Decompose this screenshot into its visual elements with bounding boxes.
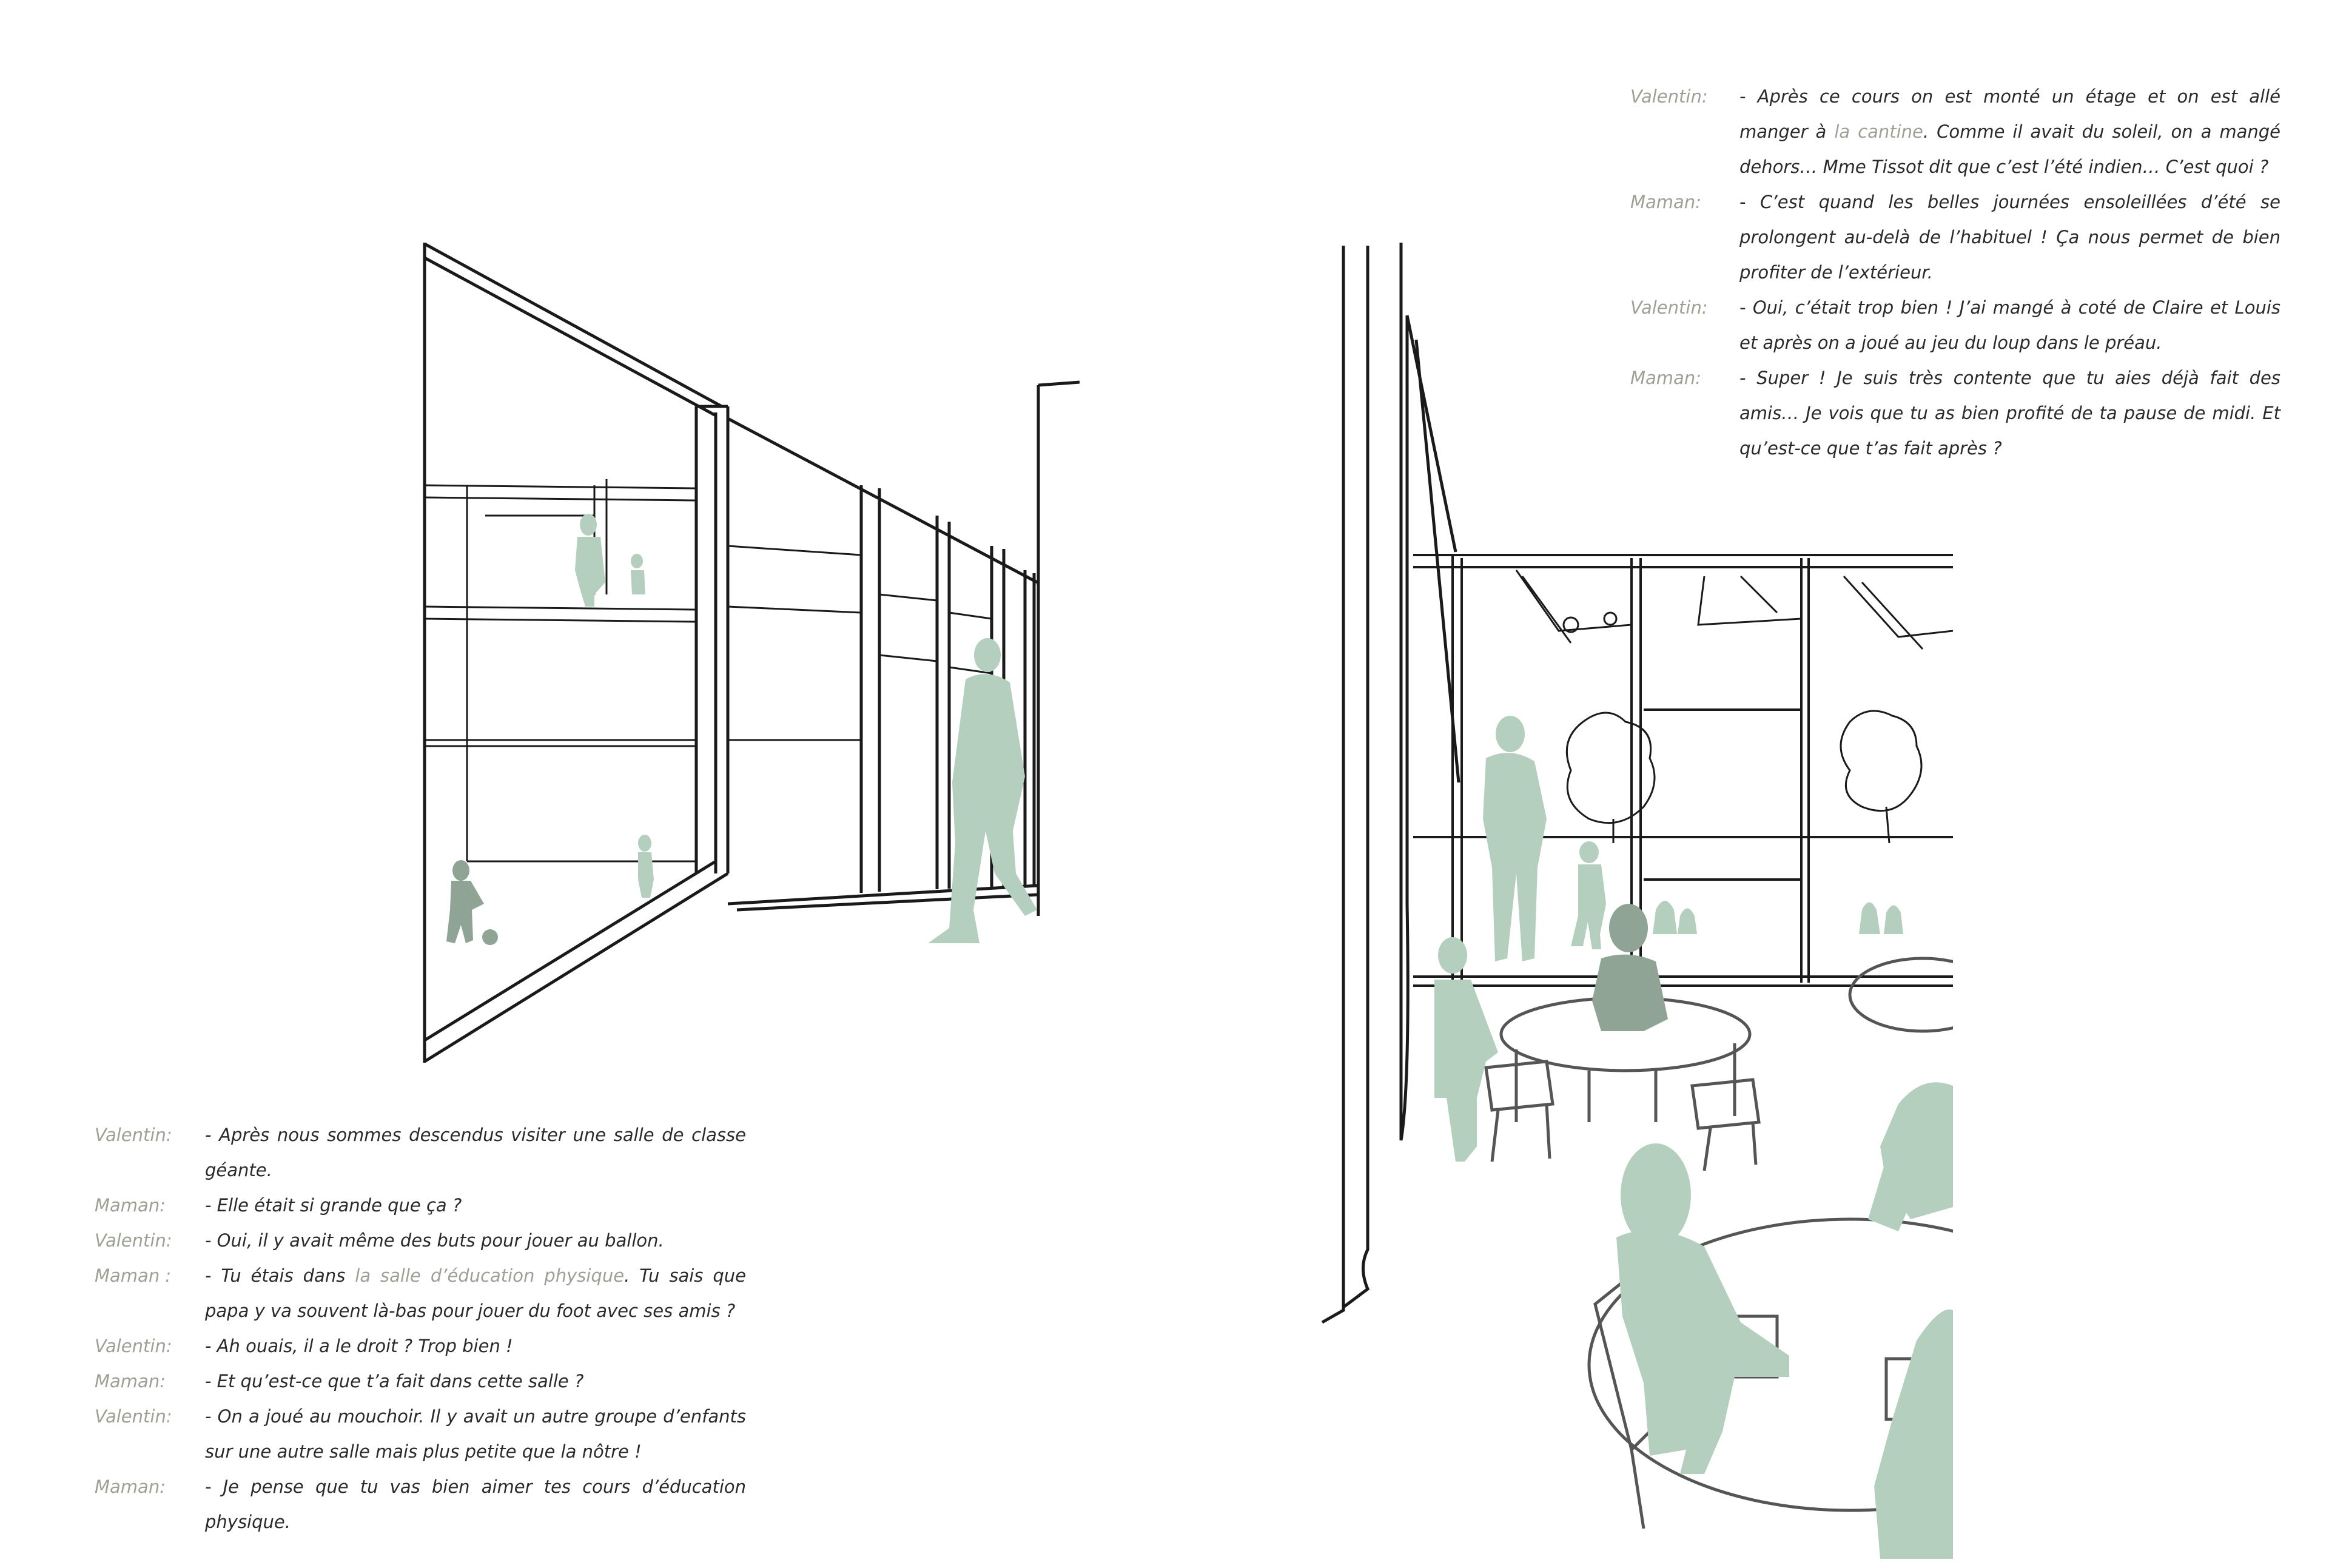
speaker-name: Maman: <box>95 1371 166 1391</box>
speech-fragment: - Super ! Je suis très contente que tu a… <box>1739 368 2280 459</box>
speaker-name: Valentin: <box>95 1406 172 1427</box>
speech-fragment: - Et qu’est-ce que t’a fait dans cette s… <box>205 1371 584 1391</box>
speech-text: - Oui, il y avait même des buts pour jou… <box>205 1223 746 1258</box>
speaker-name: Maman: <box>1630 192 1701 212</box>
highlighted-term: la cantine <box>1834 121 1923 142</box>
dialogue-line: Valentin: - Oui, il y avait même des buts… <box>95 1223 746 1258</box>
speech-fragment: . Comme il avait du soleil, on a mangé d… <box>1739 121 2280 177</box>
speech-text: - Tu étais dans la salle d’éducation phy… <box>205 1258 746 1328</box>
speaker-name: Valentin: <box>95 1125 172 1145</box>
speech-fragment: - Après ce cours on est monté un étage e… <box>1739 86 2280 142</box>
dialogue-line: Maman: - C’est quand les belles journées … <box>1630 184 2280 290</box>
dialogue-line: Valentin: - On a joué au mouchoir. Il y a… <box>95 1399 746 1469</box>
speech-fragment: - On a joué au mouchoir. Il y avait un a… <box>205 1406 746 1462</box>
dialogue-line: Maman : - Tu étais dans la salle d’éducat… <box>95 1258 746 1328</box>
dialogue-top: Valentin: - Après ce cours on est monté u… <box>1630 79 2280 466</box>
speech-text: - Je pense que tu vas bien aimer tes cou… <box>205 1469 746 1539</box>
dialogue-line: Valentin: - Oui, c’était trop bien ! J’ai… <box>1630 290 2280 360</box>
speech-fragment: - Oui, c’était trop bien ! J’ai mangé à … <box>1739 297 2280 353</box>
speech-fragment: - Elle était si grande que ça ? <box>205 1195 462 1216</box>
speech-text: - Après ce cours on est monté un étage e… <box>1739 79 2280 184</box>
speech-text: - Après nous sommes descendus visiter un… <box>205 1117 746 1188</box>
speaker-name: Maman: <box>95 1476 166 1497</box>
speech-text: - Elle était si grande que ça ? <box>205 1188 746 1223</box>
dialogue-line: Maman: - Et qu’est-ce que t’a fait dans c… <box>95 1364 746 1399</box>
dialogue-line: Maman: - Super ! Je suis très contente qu… <box>1630 360 2280 466</box>
dialogue-line: Valentin: - Après nous sommes descendus v… <box>95 1117 746 1188</box>
speech-fragment: - Après nous sommes descendus visiter un… <box>205 1125 746 1180</box>
speaker-name: Valentin: <box>1630 86 1708 107</box>
speech-text: - Ah ouais, il a le droit ? Trop bien ! <box>205 1328 746 1364</box>
gymnasium-illustration <box>423 242 1080 1063</box>
highlighted-term: la salle d’éducation physique <box>355 1265 625 1286</box>
dialogue-line: Valentin: - Après ce cours on est monté u… <box>1630 79 2280 184</box>
speech-fragment: - Tu étais dans <box>205 1265 355 1286</box>
speech-text: - Oui, c’était trop bien ! J’ai mangé à … <box>1739 290 2280 360</box>
dialogue-line: Maman: - Je pense que tu vas bien aimer t… <box>95 1469 746 1539</box>
dialogue-bottom: Valentin: - Après nous sommes descendus v… <box>95 1117 746 1539</box>
dialogue-line: Maman: - Elle était si grande que ça ? <box>95 1188 746 1223</box>
speaker-name: Maman: <box>95 1195 166 1216</box>
speaker-name: Valentin: <box>95 1336 172 1356</box>
speaker-name: Maman: <box>1630 368 1701 388</box>
speech-text: - Et qu’est-ce que t’a fait dans cette s… <box>205 1364 746 1399</box>
speaker-name: Valentin: <box>1630 297 1708 318</box>
speech-fragment: - Je pense que tu vas bien aimer tes cou… <box>205 1476 746 1532</box>
speech-text: - On a joué au mouchoir. Il y avait un a… <box>205 1399 746 1469</box>
canteen-illustration <box>1321 243 1953 1559</box>
speech-fragment: . Tu sais que papa y va souvent là-bas p… <box>205 1265 746 1321</box>
speech-text: - C’est quand les belles journées ensole… <box>1739 184 2280 290</box>
speaker-name: Maman : <box>95 1265 172 1286</box>
speaker-name: Valentin: <box>95 1230 172 1251</box>
speech-text: - Super ! Je suis très contente que tu a… <box>1739 360 2280 466</box>
speech-fragment: - Ah ouais, il a le droit ? Trop bien ! <box>205 1336 513 1356</box>
speech-fragment: - Oui, il y avait même des buts pour jou… <box>205 1230 664 1251</box>
speech-fragment: - C’est quand les belles journées ensole… <box>1739 192 2280 283</box>
dialogue-line: Valentin: - Ah ouais, il a le droit ? Tro… <box>95 1328 746 1364</box>
